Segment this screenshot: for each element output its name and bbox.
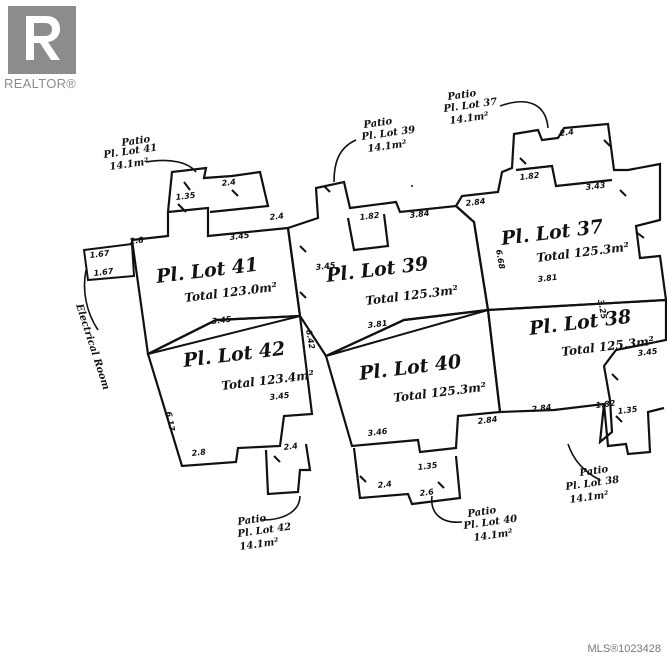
dim-label: 2.6 (419, 487, 435, 498)
dim-label: 2.4 (269, 211, 285, 222)
lot-39-title: Pl. Lot 39 (324, 253, 430, 287)
patio-37-line1: Patio (446, 88, 477, 103)
dim-label: 3.45 (229, 231, 250, 242)
lot-38-outline (486, 298, 667, 456)
dim-label: 2.84 (477, 415, 498, 426)
dim-label: 3.43 (585, 181, 606, 192)
dim-label: 2.4 (283, 441, 299, 452)
patio-38-line2: Pl. Lot 38 (564, 475, 620, 494)
dim-label: 2.4 (377, 479, 393, 490)
lot-39-area: Total 125.3m² (365, 283, 459, 308)
dim-label: 2.8 (129, 235, 145, 246)
dim-label: 3.45 (269, 391, 290, 402)
dim-label: 3.45 (211, 315, 232, 326)
patio-40-line3: 14.1m² (473, 528, 514, 544)
dim-label: 3.81 (537, 273, 558, 284)
dim-label: 3.45 (315, 261, 336, 272)
lot-37-outline (454, 122, 667, 312)
dim-label: 1.67 (93, 267, 114, 278)
dim-label: 1.35 (175, 191, 196, 202)
lot-41-area: Total 123.0m² (184, 280, 278, 305)
dim-label: 2.8 (191, 447, 207, 458)
dim-label: 2.84 (465, 197, 486, 208)
dim-label: 6.42 (304, 329, 316, 350)
dim-label: 1.67 (89, 249, 110, 260)
dim-label: 3.25 (596, 299, 608, 320)
dim-label: 3.46 (367, 427, 388, 438)
dim-label: 2.4 (221, 177, 237, 188)
dim-label: 1.35 (417, 461, 438, 472)
lot-42-area: Total 123.4m² (221, 368, 315, 393)
dim-label: 1.82 (519, 171, 540, 182)
dim-label: 1.35 (617, 405, 638, 416)
patio-leader-lines (83, 101, 601, 523)
dim-label: 3.84 (409, 209, 430, 220)
electrical-room-label: Electrical Room (73, 302, 111, 392)
dim-label: 1.82 (595, 399, 616, 410)
patio-39-line1: Patio (362, 116, 393, 131)
dim-label: 6.17 (164, 411, 176, 432)
lot-40-area: Total 125.3m² (393, 380, 487, 405)
patio-40-line1: Patio (466, 505, 497, 520)
dim-label: 3.81 (367, 319, 388, 330)
realtor-r-icon (26, 16, 60, 60)
pencil-dot (411, 185, 413, 187)
lot-40-title: Pl. Lot 40 (357, 351, 463, 385)
realtor-logo: REALTOR® (4, 4, 80, 91)
dim-label: 3.45 (637, 347, 658, 358)
wall-hatching (177, 139, 645, 489)
lot-dividers (147, 309, 489, 357)
lot-38-title: Pl. Lot 38 (527, 306, 633, 340)
dim-label: 2.84 (531, 403, 552, 414)
patio-42-line1: Patio (236, 513, 267, 528)
dim-label: 1.82 (359, 211, 380, 222)
patio-38-line1: Patio (578, 464, 609, 479)
dim-label: 6.68 (494, 249, 506, 270)
dimension-labels: 3.45 3.45 3.45 3.45 3.81 3.81 3.84 3.43 … (89, 127, 658, 498)
patio-41-line1: Patio (120, 134, 151, 149)
lot-labels: Pl. Lot 41 Total 123.0m² Pl. Lot 42 Tota… (154, 216, 655, 405)
lot-42-outline (146, 314, 314, 496)
realtor-wordmark: REALTOR® (4, 76, 77, 91)
mls-listing-number: MLS®1023428 (587, 643, 661, 655)
lot-40-outline (324, 308, 502, 506)
patio-38-line3: 14.1m² (569, 490, 610, 506)
dim-label: 2.4 (559, 127, 575, 138)
electrical-room-outline (82, 242, 136, 282)
